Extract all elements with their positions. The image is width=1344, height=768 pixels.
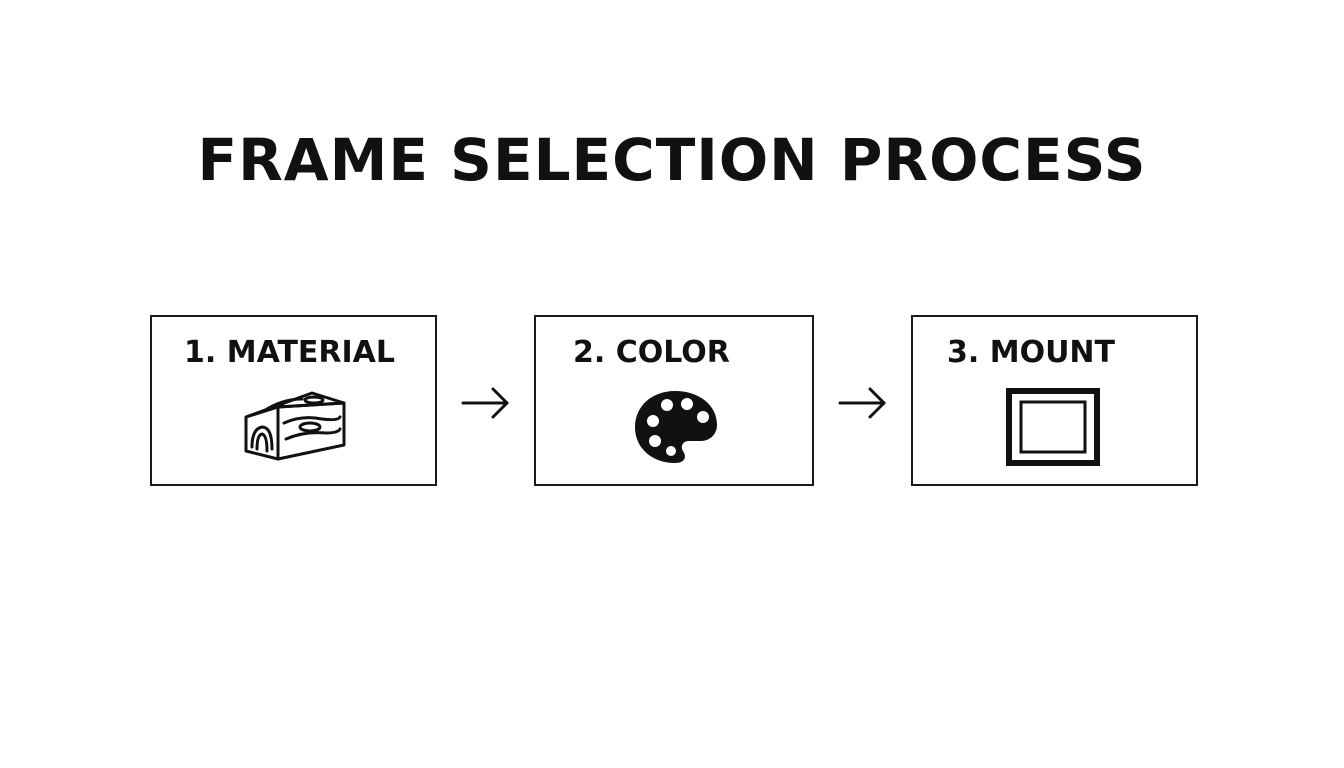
step-mount-box: 3. MOUNT [911,315,1198,486]
picture-frame-icon [1006,388,1100,466]
step-material-box: 1. MATERIAL [150,315,437,486]
step-color-label: 2. COLOR [573,335,730,370]
arrow-right-icon [461,387,509,419]
paint-palette-icon [635,391,717,463]
diagram-title: FRAME SELECTION PROCESS [197,126,1147,194]
step-material-label: 1. MATERIAL [184,335,396,370]
step-mount-label: 3. MOUNT [947,335,1116,370]
step-color-box: 2. COLOR [534,315,814,486]
wood-log-icon [244,391,346,461]
arrow-right-icon [838,387,886,419]
